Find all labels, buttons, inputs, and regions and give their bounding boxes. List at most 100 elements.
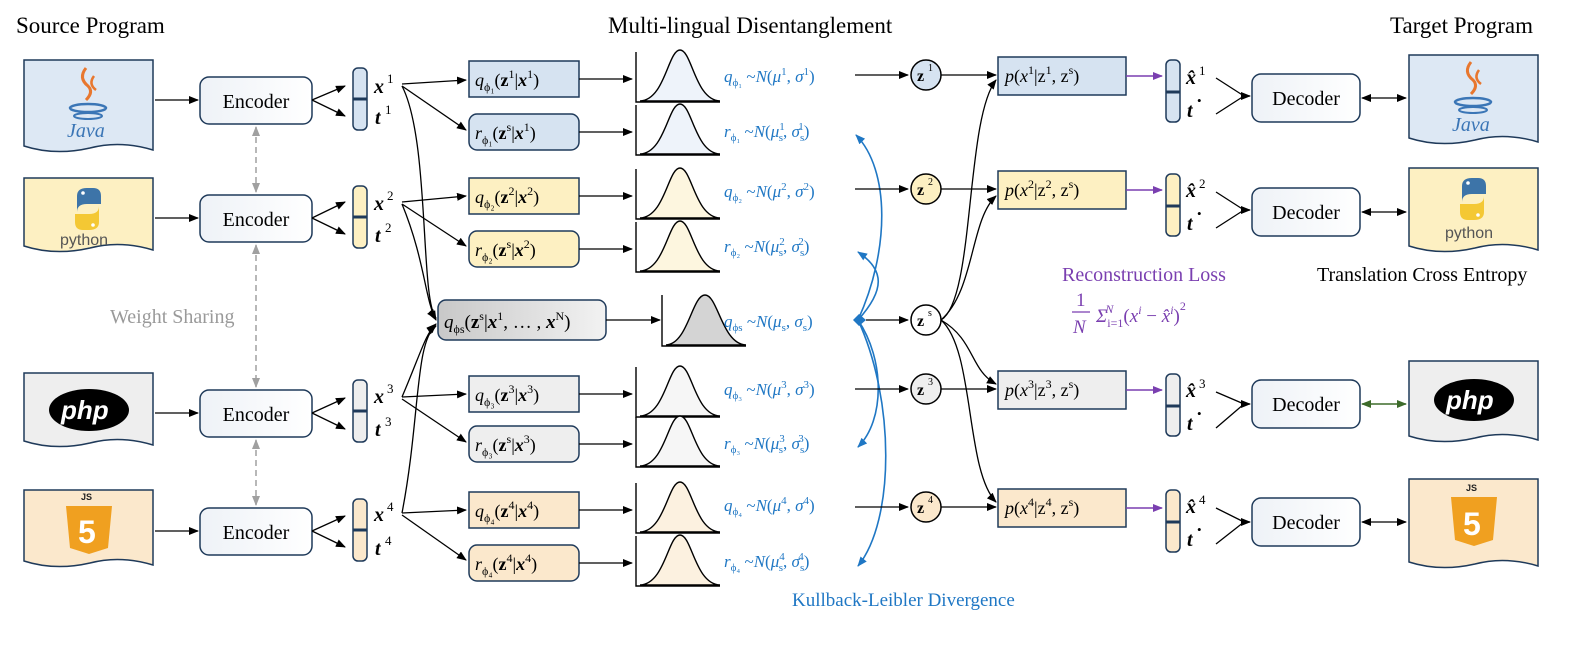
svg-text:4: 4: [385, 533, 392, 548]
svg-text:N: N: [1072, 317, 1087, 338]
svg-text:4: 4: [928, 495, 933, 506]
js-logo-icon: JS 5: [66, 492, 112, 554]
p-box-4: p(x4|z4, zs): [997, 488, 1127, 528]
decoder-label: Decoder: [1272, 512, 1340, 534]
decoder-python: Decoder: [1251, 187, 1361, 237]
svg-text:qϕ₂ ~N(μ2, σ2): qϕ₂ ~N(μ2, σ2): [724, 181, 815, 204]
shared-q-box: qϕs(zs|x1, … , xN): [437, 299, 607, 341]
svg-text:3: 3: [387, 381, 394, 396]
svg-text:qϕ₁(z1|x1): qϕ₁(z1|x1): [475, 67, 539, 94]
svg-text:JS: JS: [81, 492, 92, 502]
weight-sharing-label: Weight Sharing: [110, 306, 234, 328]
target-js-doc: JS 5: [1408, 478, 1539, 569]
svg-text:python: python: [60, 232, 108, 249]
svg-text:qϕ₂(z2|x2): qϕ₂(z2|x2): [475, 184, 539, 211]
p-box-1: p(x1|z1, zs): [997, 56, 1127, 96]
svg-text:1: 1: [387, 71, 394, 86]
svg-text:php: php: [1445, 385, 1494, 415]
svg-text:rϕ₁ ~N(μ1s, σs1): rϕ₁ ~N(μ1s, σs1): [724, 121, 809, 144]
gauss-shared: [661, 294, 747, 347]
svg-text:JS: JS: [1466, 483, 1477, 493]
svg-text:python: python: [1445, 225, 1493, 242]
svg-text:t: t: [1187, 529, 1194, 551]
decoder-java: Decoder: [1251, 73, 1361, 123]
svg-text:qϕ₄ ~N(μ4, σ4): qϕ₄ ~N(μ4, σ4): [724, 495, 815, 518]
svg-text:x: x: [373, 386, 384, 408]
svg-text:2: 2: [385, 220, 392, 235]
source-js-doc: JS 5: [23, 489, 154, 568]
p-box-3: p(x3|z3, zs): [997, 370, 1127, 410]
q-box-3: qϕ₃(z3|x3): [468, 375, 580, 413]
svg-text:1: 1: [1076, 290, 1086, 311]
translation-ce-label: Translation Cross Entropy: [1317, 264, 1527, 286]
svg-text:rϕ₃(zs|x3): rϕ₃(zs|x3): [475, 432, 536, 459]
encoder-python: Encoder: [199, 194, 313, 243]
encoder-js: Encoder: [199, 507, 313, 556]
svg-text:Java: Java: [67, 120, 105, 142]
svg-text:2: 2: [387, 188, 394, 203]
svg-text:4: 4: [1199, 492, 1206, 507]
r-box-4: rϕ₄(z4|x4): [468, 544, 580, 582]
svg-text:p(x4|z4, zs): p(x4|z4, zs): [1003, 495, 1079, 519]
svg-text:t: t: [1187, 413, 1194, 435]
svg-text:3: 3: [1199, 376, 1206, 391]
svg-text:s: s: [928, 308, 932, 319]
svg-text:5: 5: [78, 514, 96, 550]
p-box-2: p(x2|z2, zs): [997, 170, 1127, 210]
encoder-label: Encoder: [223, 522, 290, 544]
svg-text:t: t: [375, 107, 382, 129]
svg-text:•: •: [1197, 93, 1202, 108]
decoder-php: Decoder: [1251, 379, 1361, 429]
svg-text:rϕ₂ ~N(μ2s, σs2): rϕ₂ ~N(μ2s, σs2): [724, 236, 809, 259]
php-logo-icon: php: [1434, 379, 1514, 421]
kl-junction: [853, 314, 866, 326]
r-box-2: rϕ₂(zs|x2): [468, 230, 580, 268]
svg-text:•: •: [1197, 406, 1202, 421]
svg-text:qϕ₃ ~N(μ3, σ3): qϕ₃ ~N(μ3, σ3): [724, 379, 815, 402]
svg-text:qϕs(zs|x1, … , xN): qϕs(zs|x1, … , xN): [444, 309, 571, 336]
svg-text:p(x1|z1, zs): p(x1|z1, zs): [1003, 63, 1079, 87]
svg-text:php: php: [60, 395, 109, 425]
reconstruction-formula: 1 N Σi=1N(xi − x̂i)2: [1072, 290, 1186, 338]
svg-text:3: 3: [928, 377, 933, 388]
svg-text:x̂: x̂: [1185, 180, 1196, 202]
svg-text:qϕs ~N(μs, σs): qϕs ~N(μs, σs): [724, 312, 813, 334]
svg-text:rϕ₁(zs|x1): rϕ₁(zs|x1): [475, 120, 536, 147]
svg-text:z: z: [917, 500, 924, 517]
java-logo-icon: Java: [67, 67, 108, 142]
decoder-label: Decoder: [1272, 394, 1340, 416]
r-box-3: rϕ₃(zs|x3): [468, 425, 580, 463]
svg-text:qϕ₄(z4|x4): qϕ₄(z4|x4): [475, 498, 539, 525]
q-box-2: qϕ₂(z2|x2): [468, 177, 580, 215]
python-logo-icon: python: [1445, 178, 1493, 242]
gauss-r1: [635, 103, 721, 156]
source-python-doc: python: [23, 177, 154, 253]
svg-text:Σi=1N(xi − x̂i)2: Σi=1N(xi − x̂i)2: [1095, 299, 1186, 330]
svg-text:rϕ₄(z4|x4): rϕ₄(z4|x4): [475, 551, 537, 578]
svg-text:2: 2: [1199, 176, 1206, 191]
svg-text:1: 1: [385, 102, 392, 117]
target-python-doc: python: [1408, 167, 1539, 253]
svg-text:qϕ₁ ~N(μ1, σ1): qϕ₁ ~N(μ1, σ1): [724, 66, 815, 89]
svg-text:x̂: x̂: [1185, 67, 1196, 89]
gauss-r3: [635, 415, 721, 468]
decoder-label: Decoder: [1272, 88, 1340, 110]
java-logo-icon: Java: [1452, 61, 1493, 136]
svg-text:rϕ₄ ~N(μ4s, σs4): rϕ₄ ~N(μ4s, σs4): [724, 551, 809, 574]
out-vec-4: x̂4 t•: [1165, 489, 1206, 553]
encoder-java: Encoder: [199, 76, 313, 125]
svg-text:z: z: [917, 382, 924, 399]
gaussian-curves: [635, 49, 747, 587]
svg-text:t: t: [375, 419, 382, 441]
encoder-label: Encoder: [223, 404, 290, 426]
svg-text:z: z: [917, 313, 924, 330]
svg-text:t: t: [375, 538, 382, 560]
decoder-js: Decoder: [1251, 497, 1361, 547]
